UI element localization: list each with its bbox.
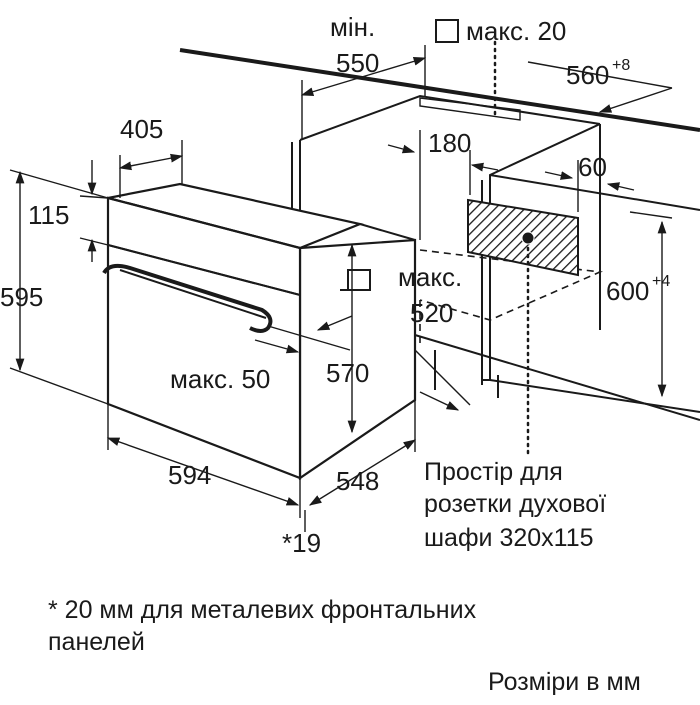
dim-50-left — [254, 339, 300, 354]
label-595: 595 — [0, 282, 43, 312]
ext-595-bottom — [9, 367, 109, 405]
dim-line-405 — [118, 153, 184, 171]
label-570: 570 — [326, 358, 369, 388]
ext-600-top — [629, 211, 673, 219]
footnote-line1: * 20 мм для металевих фронтальних — [48, 596, 477, 624]
dim-520 — [419, 391, 460, 411]
dim-line-594 — [106, 437, 300, 506]
socket-marker — [521, 231, 535, 245]
dim-60-left — [544, 171, 574, 180]
label-520: 520 — [410, 298, 453, 328]
units-label: Розміри в мм — [488, 668, 641, 696]
footnote-line2: панелей — [48, 628, 145, 656]
dim-180-left — [387, 144, 416, 154]
dim-line-548 — [308, 439, 417, 506]
dim-560-arrow — [598, 87, 673, 113]
socket-note-line1: Простір для — [424, 458, 563, 486]
oven-top-rear — [359, 223, 416, 241]
dimension-lines — [9, 45, 673, 532]
ext-50 — [267, 325, 351, 351]
square-icon — [435, 19, 459, 43]
label-60: 60 — [578, 152, 607, 182]
socket-note-line3: шафи 320x115 — [424, 524, 594, 552]
dim-line-550 — [300, 57, 427, 96]
ext-595-top — [9, 169, 109, 199]
oven-handle[interactable] — [102, 263, 273, 333]
cabinet-niche — [179, 40, 700, 457]
label-19: *19 — [282, 528, 321, 558]
dim-line-560 — [527, 61, 673, 89]
label-548: 548 — [336, 466, 379, 496]
dimension-labels: мін. 550 макс. 20 560 +8 405 180 60 115 … — [0, 12, 670, 558]
oven-handle-bar[interactable] — [119, 269, 267, 319]
label-405: 405 — [120, 114, 163, 144]
label-560: 560 — [566, 60, 609, 90]
label-550: 550 — [336, 48, 379, 78]
label-min: мін. — [330, 12, 375, 42]
bottom-rail — [414, 334, 700, 421]
label-max-20: макс. 20 — [466, 16, 566, 46]
countertop-back-edge — [179, 48, 700, 132]
label-560-tol: +8 — [612, 57, 630, 74]
label-600: 600 — [606, 276, 649, 306]
dim-180-right — [470, 162, 499, 172]
socket-note: Простір для розетки духової шафи 320x115 — [424, 458, 606, 552]
label-180: 180 — [428, 128, 471, 158]
ext-520 — [414, 349, 471, 406]
label-594: 594 — [168, 460, 211, 490]
bottom-rail-right — [489, 379, 700, 413]
label-max-520: макс. — [398, 262, 462, 292]
label-600-tol: +4 — [652, 273, 670, 290]
socket-note-line2: розетки духової — [424, 490, 606, 518]
ventilation-slot — [419, 97, 521, 121]
ext-115-b — [79, 237, 109, 246]
right-cabinet-top — [489, 174, 700, 211]
oven — [102, 182, 417, 481]
dim-50-right — [316, 315, 353, 331]
oven-panel-divider — [107, 244, 301, 296]
label-115: 115 — [28, 200, 69, 230]
dim-60-right — [606, 182, 635, 191]
footnote: * 20 мм для металевих фронтальних панеле… — [48, 596, 477, 656]
ext-115-a — [79, 195, 109, 199]
niche-top-edge — [299, 94, 601, 141]
label-max-50: макс. 50 — [170, 364, 270, 394]
